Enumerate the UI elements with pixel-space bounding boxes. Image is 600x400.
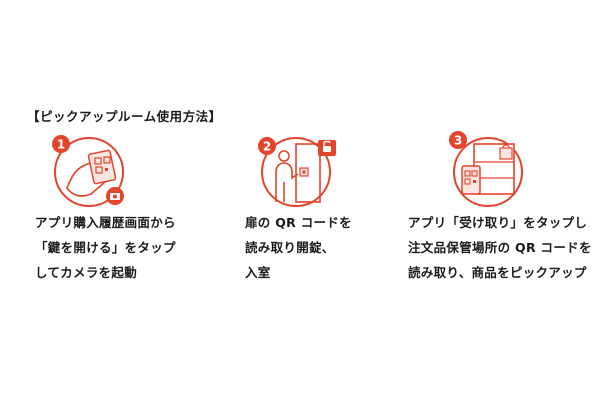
phone-qr-camera-illustration: 1: [52, 135, 124, 207]
step-1-line-3: してカメラを起動: [35, 265, 138, 280]
phone-qr-camera-icon: 1: [45, 130, 135, 210]
step-1-description: アプリ購入履歴画面から 「鍵を開ける」をタップ してカメラを起動: [35, 210, 176, 285]
step-1-line-2: 「鍵を開ける」をタップ: [35, 240, 176, 255]
step-3-description: アプリ「受け取り」をタップし 注文品保管場所の QR コードを 読み取り、商品を…: [408, 210, 592, 285]
step-1-number: 1: [57, 138, 65, 152]
step-3-line-1: アプリ「受け取り」をタップし: [408, 215, 588, 230]
step-2-description: 扉の QR コードを 読み取り開錠、 入室: [245, 210, 352, 285]
locker-qr-bag-icon: 3: [442, 128, 532, 208]
door-qr-lock-icon: 2: [252, 130, 342, 210]
step-2-line-3: 入室: [245, 265, 271, 280]
step-3-line-3: 読み取り、商品をピックアップ: [408, 265, 587, 280]
step-2-line-1: 扉の QR コードを: [245, 215, 352, 230]
step-3-line-2: 注文品保管場所の QR コードを: [408, 240, 592, 255]
step-2-line-2: 読み取り開錠、: [245, 240, 335, 255]
step-2-number: 2: [263, 140, 271, 154]
locker-qr-bag-illustration: 3: [449, 131, 523, 207]
step-3-number: 3: [454, 134, 462, 148]
page-title: 【ピックアップルーム使用方法】: [27, 109, 222, 124]
step-1-line-1: アプリ購入履歴画面から: [35, 215, 176, 230]
door-qr-lock-illustration: 2: [258, 137, 336, 207]
